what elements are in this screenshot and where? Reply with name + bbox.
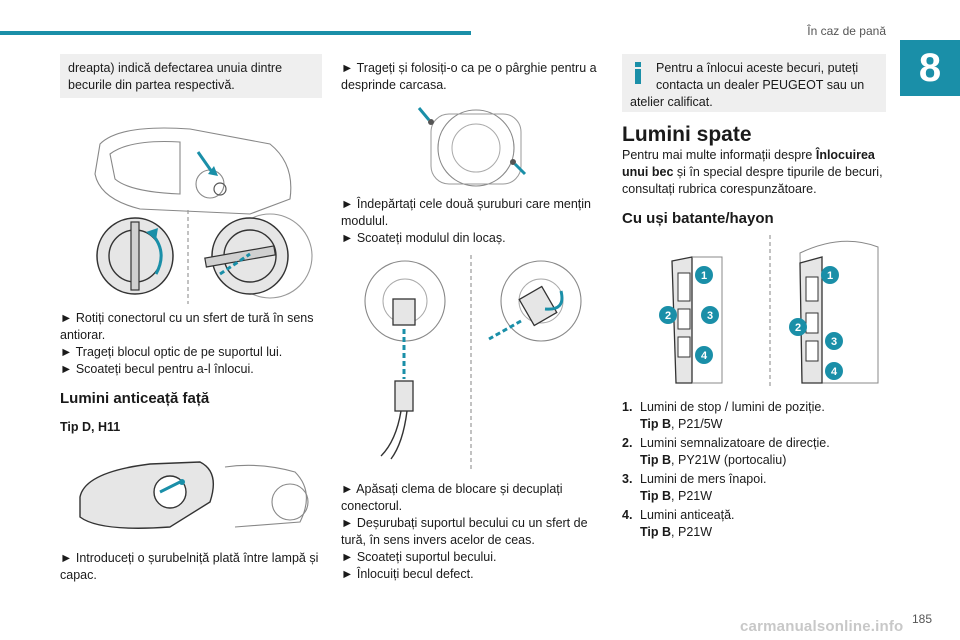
page-number: 185 — [912, 612, 933, 626]
step-line: ► Scoateți becul pentru a-l înlocui. — [60, 362, 254, 376]
info-note-box: Pentru a înlocui aceste becuri, puteți c… — [622, 54, 886, 112]
intro-note-text: dreapta) indică defectarea unuia dintre … — [68, 61, 283, 92]
list-number: 3. — [622, 472, 633, 486]
list-number: 4. — [622, 508, 633, 522]
list-item: 1. Lumini de stop / lumini de poziție. Ti… — [622, 399, 886, 433]
callout-1: 1 — [695, 266, 713, 284]
header-accent-bar — [0, 31, 471, 35]
info-note-line: atelier calificat. — [630, 95, 713, 109]
lamp-name: Lumini anticeață. — [640, 508, 735, 522]
connector-drawing — [364, 255, 582, 469]
doors-heading: Cu uși batante/hayon — [622, 210, 774, 227]
svg-text:3: 3 — [707, 310, 713, 322]
fog-lamp-drawing — [79, 461, 309, 529]
rear-lamps-intro: Pentru mai multe informații despre Înloc… — [622, 147, 886, 198]
callout-3: 3 — [701, 306, 719, 324]
callout-2: 2 — [659, 306, 677, 324]
headlamp-drawing — [94, 127, 313, 304]
svg-text:1: 1 — [701, 270, 707, 282]
list-item: 2. Lumini semnalizatoare de direcție. Tip… — [622, 435, 886, 469]
step-line: ► Introduceți o șurubelniță plată între … — [60, 551, 319, 582]
column-left: dreapta) indică defectarea unuia dintre … — [60, 54, 322, 584]
rear-lamps-drawing: 1 2 3 4 1 2 3 4 — [659, 235, 879, 389]
svg-text:2: 2 — [665, 310, 671, 322]
column-middle: ► Trageți și folosiți-o ca pe o pârghie … — [341, 54, 605, 583]
rear-lamps-illustration: 1 2 3 4 1 2 3 4 — [622, 233, 886, 391]
svg-text:3: 3 — [831, 336, 837, 348]
step-line: ► Înlocuiți becul defect. — [341, 567, 474, 581]
rear-lamps-list: 1. Lumini de stop / lumini de poziție. Ti… — [622, 399, 886, 541]
chapter-number-badge: 8 — [900, 40, 960, 96]
bulb-type: Tip B — [640, 453, 672, 467]
info-icon — [635, 62, 641, 84]
bulb-code: , P21W — [671, 489, 713, 503]
chapter-title: În caz de pană — [807, 24, 886, 38]
bulb-type: Tip B — [640, 525, 672, 539]
fog-module-illustration — [341, 100, 605, 190]
steps-bulb: ► Apăsați clema de blocare și decuplați … — [341, 481, 605, 583]
step-line: ► Trageți blocul optic de pe suportul lu… — [60, 345, 283, 359]
svg-text:4: 4 — [831, 366, 838, 378]
lamp-name: Lumini de stop / lumini de poziție. — [640, 400, 825, 414]
fog-lamps-heading: Lumini anticeață față — [60, 390, 210, 407]
fog-module-drawing — [417, 107, 527, 187]
rear-lamps-heading: Lumini spate — [622, 123, 752, 146]
steps-module: ► Îndepărtați cele două șuruburi care me… — [341, 196, 605, 247]
bulb-code: , P21W — [671, 525, 713, 539]
list-number: 1. — [622, 400, 633, 414]
step-line: ► Rotiți conectorul cu un sfert de tură … — [60, 311, 314, 342]
intro-note-box: dreapta) indică defectarea unuia dintre … — [60, 54, 322, 98]
callout-4: 4 — [825, 362, 843, 380]
list-item: 3. Lumini de mers înapoi. Tip B, P21W — [622, 471, 886, 505]
callout-2: 2 — [789, 318, 807, 336]
bulb-type: Tip B — [640, 417, 672, 431]
rear-intro-link: Înlocuirea unui bec — [622, 148, 875, 179]
callout-4: 4 — [695, 346, 713, 364]
step-line: ► Scoateți suportul becului. — [341, 550, 497, 564]
bulb-code: , P21/5W — [671, 417, 723, 431]
callout-1: 1 — [821, 266, 839, 284]
step-line: ► Îndepărtați cele două șuruburi care me… — [341, 197, 592, 228]
bulb-type: Tip B — [640, 489, 672, 503]
headlamp-illustration — [60, 104, 322, 306]
rear-intro-text: și în special despre tipurile de becuri,… — [622, 165, 883, 196]
steps-housing: ► Trageți și folosiți-o ca pe o pârghie … — [341, 60, 605, 94]
steps-fog: ► Introduceți o șurubelniță plată între … — [60, 550, 322, 584]
svg-text:1: 1 — [827, 270, 833, 282]
list-item: 4. Lumini anticeață. Tip B, P21W — [622, 507, 886, 541]
step-line: ► Scoateți modulul din locaș. — [341, 231, 506, 245]
fog-lamp-illustration — [60, 442, 322, 542]
fog-lamps-type: Tip D, H11 — [60, 420, 121, 434]
list-number: 2. — [622, 436, 633, 450]
callout-3: 3 — [825, 332, 843, 350]
svg-text:2: 2 — [795, 322, 801, 334]
bulb-code: , PY21W (portocaliu) — [671, 453, 787, 467]
steps-headlamp: ► Rotiți conectorul cu un sfert de tură … — [60, 310, 322, 378]
lamp-name: Lumini semnalizatoare de direcție. — [640, 436, 830, 450]
step-line: ► Deșurubați suportul becului cu un sfer… — [341, 516, 588, 547]
svg-text:4: 4 — [701, 350, 708, 362]
step-line: ► Apăsați clema de blocare și decuplați … — [341, 482, 563, 513]
rear-intro-text: Pentru mai multe informații despre — [622, 148, 816, 162]
info-note-line: contacta un dealer PEUGEOT sau un — [656, 78, 865, 92]
info-note-line: Pentru a înlocui aceste becuri, puteți — [656, 61, 859, 75]
column-right: Pentru a înlocui aceste becuri, puteți c… — [622, 54, 886, 543]
connector-illustration — [341, 251, 605, 473]
step-line: ► Trageți și folosiți-o ca pe o pârghie … — [341, 61, 597, 92]
lamp-name: Lumini de mers înapoi. — [640, 472, 767, 486]
watermark: carmanualsonline.info — [740, 618, 904, 635]
